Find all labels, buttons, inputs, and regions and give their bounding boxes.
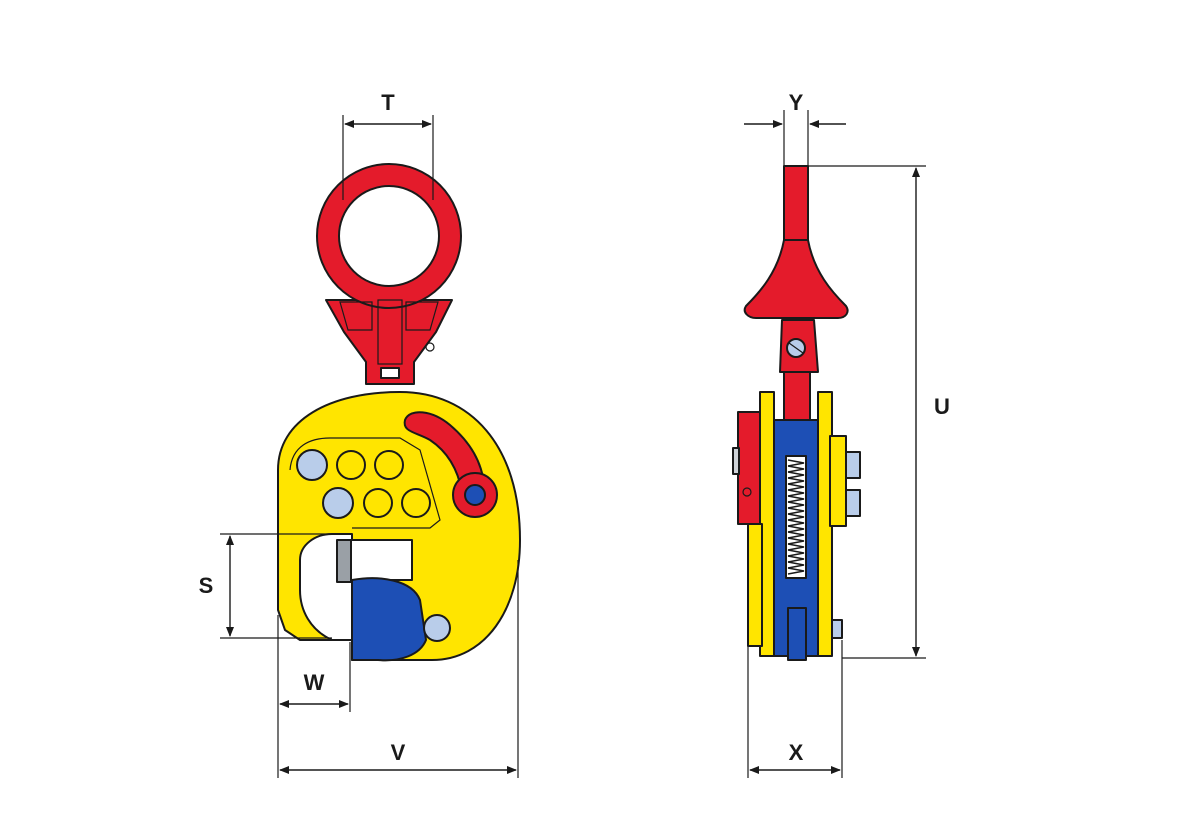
side-shackle-fin	[743, 239, 849, 319]
body-seam	[289, 437, 441, 529]
spring-coil	[787, 501, 805, 509]
spring-coil	[787, 543, 805, 551]
side-bolt-2	[845, 489, 861, 517]
dim-label-y: Y	[789, 90, 804, 115]
spring-coil	[787, 567, 805, 575]
spring-coil	[787, 561, 805, 569]
side-yellow-cap-left	[747, 523, 763, 647]
spring-coil	[787, 525, 805, 533]
front-view: T S W V	[199, 90, 521, 778]
side-view: Y U X	[732, 90, 950, 778]
neck-pocket-right	[405, 301, 439, 331]
bolt-large-2	[322, 487, 354, 519]
spring-coil	[787, 483, 805, 491]
spring-coil	[787, 513, 805, 521]
pad	[336, 539, 352, 583]
neck-window	[380, 367, 400, 379]
dim-label-s: S	[199, 573, 214, 598]
dim-label-v: V	[391, 740, 406, 765]
cam	[351, 577, 427, 662]
spring-coil	[787, 537, 805, 545]
dim-label-x: X	[789, 740, 804, 765]
spring-coil	[787, 549, 805, 557]
dim-label-t: T	[381, 90, 395, 115]
spring-coil	[787, 531, 805, 539]
bolt-4	[401, 488, 431, 518]
shackle-neck	[325, 299, 453, 385]
neck-slot	[377, 299, 403, 365]
neck-pocket-left	[339, 301, 373, 331]
spring-coil	[787, 471, 805, 479]
neck-pin	[425, 342, 435, 352]
dim-label-w: W	[304, 670, 325, 695]
side-bolt-1	[845, 451, 861, 479]
lever-pivot	[464, 484, 486, 506]
bolt-large-3	[423, 614, 451, 642]
spring-coil	[787, 459, 805, 467]
side-bolt-3	[831, 619, 843, 639]
side-red-link	[783, 371, 811, 427]
spring-coil	[787, 477, 805, 485]
spring-coil	[787, 519, 805, 527]
side-red-plate	[737, 411, 763, 525]
shackle-ring-hole	[338, 185, 440, 287]
spring-coil	[787, 555, 805, 563]
spring-coil	[787, 495, 805, 503]
bolt-3	[363, 488, 393, 518]
spring-coil	[787, 489, 805, 497]
spring-coil	[787, 465, 805, 473]
side-spring	[787, 459, 805, 575]
spring-coil	[787, 507, 805, 515]
bolt-1	[336, 450, 366, 480]
side-yellow-cap-right	[829, 435, 847, 527]
bolt-large-1	[296, 449, 328, 481]
bolt-2	[374, 450, 404, 480]
dim-label-u: U	[934, 394, 950, 419]
